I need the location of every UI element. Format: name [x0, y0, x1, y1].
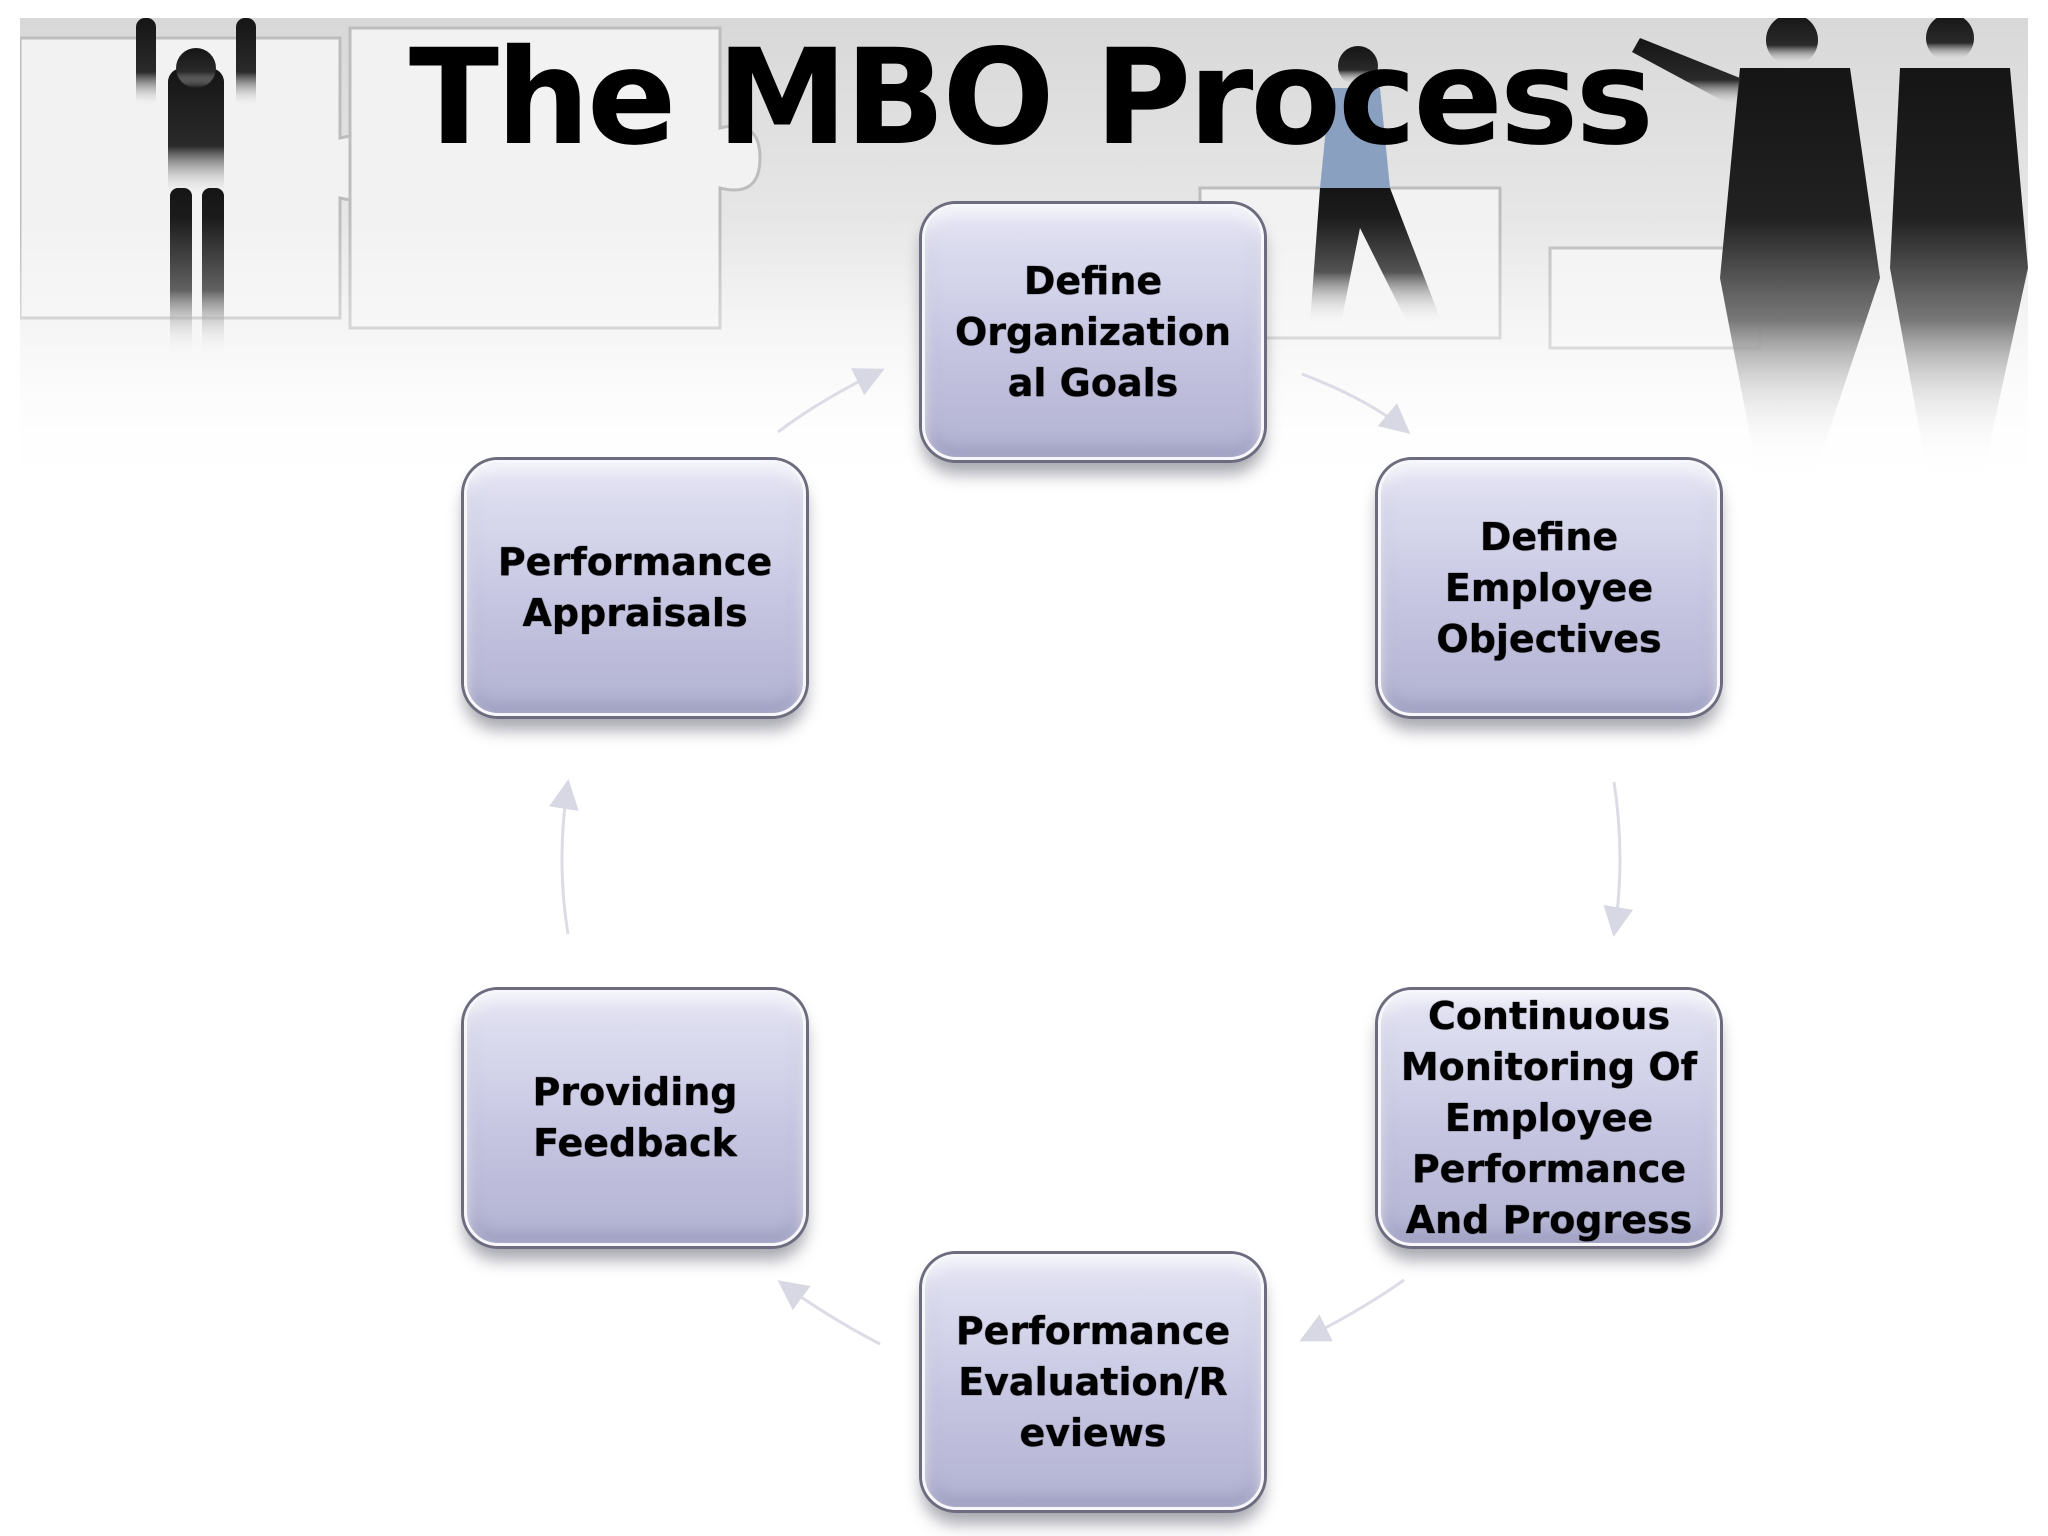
arrow-2-to-3: [1603, 781, 1634, 937]
step-label: Define Organization al Goals: [954, 258, 1232, 405]
arrow-3-to-4: [1299, 1278, 1405, 1342]
step-performance-evaluation: Performance Evaluation/R eviews: [922, 1254, 1264, 1510]
arrow-5-to-6: [549, 779, 579, 935]
step-define-organizational-goals: Define Organization al Goals: [922, 204, 1264, 460]
page-title: The MBO Process: [408, 21, 1654, 175]
step-providing-feedback: Providing Feedback: [464, 990, 806, 1246]
step-define-employee-objectives: Define Employee Objectives: [1378, 460, 1720, 716]
step-label: Define Employee Objectives: [1436, 514, 1662, 661]
arrow-4-to-5: [777, 1280, 881, 1346]
step-performance-appraisals: Performance Appraisals: [464, 460, 806, 716]
step-label: Continuous Monitoring Of Employee Perfor…: [1400, 993, 1698, 1242]
step-continuous-monitoring: Continuous Monitoring Of Employee Perfor…: [1378, 990, 1720, 1246]
step-label: Performance Appraisals: [497, 540, 773, 635]
step-label: Providing Feedback: [532, 1070, 738, 1165]
step-label: Performance Evaluation/R eviews: [955, 1308, 1231, 1455]
